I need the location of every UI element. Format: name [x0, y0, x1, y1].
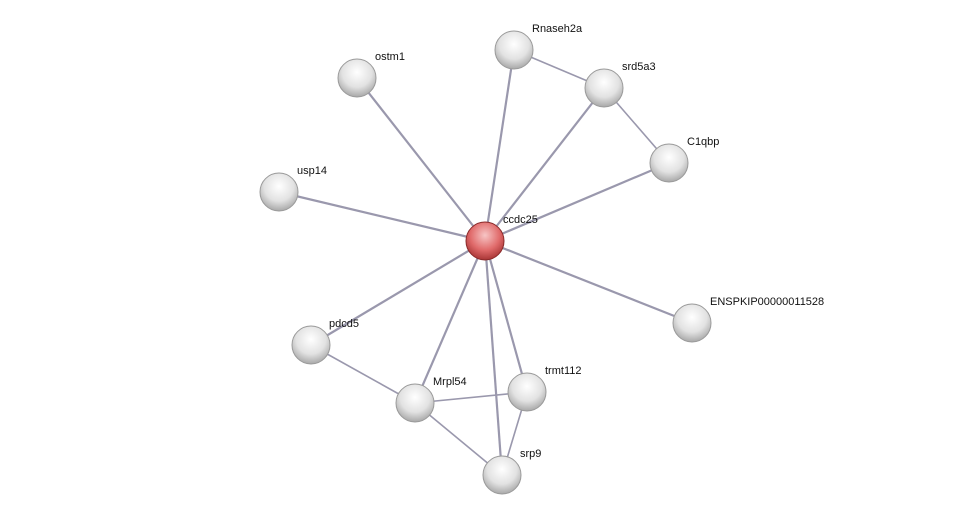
node-label: Rnaseh2a: [532, 23, 583, 35]
edge-ccdc25-C1qbp[interactable]: [484, 161, 670, 243]
edge-ccdc25-pdcd5[interactable]: [310, 240, 486, 346]
node-Rnaseh2a[interactable]: Rnaseh2a: [494, 23, 583, 70]
node-ccdc25[interactable]: ccdc25: [465, 214, 538, 261]
edge-pdcd5-Mrpl54[interactable]: [310, 344, 416, 404]
node-label: ostm1: [375, 51, 405, 63]
node-bubble[interactable]: [672, 303, 712, 343]
node-C1qbp[interactable]: C1qbp: [649, 136, 719, 183]
node-bubble[interactable]: [259, 172, 299, 212]
edge-ccdc25-ENSPKIP00000011528[interactable]: [484, 239, 693, 325]
edge-ccdc25-srd5a3[interactable]: [484, 87, 605, 242]
edge-ccdc25-srp9[interactable]: [483, 240, 504, 476]
node-label: ENSPKIP00000011528: [710, 296, 824, 308]
node-bubble[interactable]: [584, 68, 624, 108]
node-bubble[interactable]: [494, 30, 534, 70]
node-label: srd5a3: [622, 61, 656, 73]
node-ENSPKIP00000011528[interactable]: ENSPKIP00000011528: [672, 296, 824, 343]
node-trmt112[interactable]: trmt112: [507, 365, 581, 412]
edge-ccdc25-Rnaseh2a[interactable]: [483, 49, 516, 242]
node-label: ccdc25: [503, 214, 538, 226]
node-bubble[interactable]: [649, 143, 689, 183]
node-bubble[interactable]: [507, 372, 547, 412]
node-label: pdcd5: [329, 318, 359, 330]
node-label: C1qbp: [687, 136, 719, 148]
node-Mrpl54[interactable]: Mrpl54: [395, 376, 467, 423]
node-pdcd5[interactable]: pdcd5: [291, 318, 359, 365]
node-srp9[interactable]: srp9: [482, 448, 541, 495]
node-bubble[interactable]: [482, 455, 522, 495]
edge-ccdc25-ostm1[interactable]: [356, 77, 486, 242]
node-label: trmt112: [545, 365, 581, 377]
node-srd5a3[interactable]: srd5a3: [584, 61, 656, 108]
edge-ccdc25-usp14[interactable]: [278, 190, 486, 243]
node-bubble[interactable]: [337, 58, 377, 98]
node-bubble[interactable]: [291, 325, 331, 365]
node-bubble[interactable]: [465, 221, 505, 261]
node-ostm1[interactable]: ostm1: [337, 51, 405, 98]
node-usp14[interactable]: usp14: [259, 165, 327, 212]
node-label: usp14: [297, 165, 327, 177]
edge-ccdc25-Mrpl54[interactable]: [413, 240, 487, 404]
node-label: Mrpl54: [433, 376, 467, 388]
node-label: srp9: [520, 448, 541, 460]
node-bubble[interactable]: [395, 383, 435, 423]
edge-ccdc25-trmt112[interactable]: [483, 240, 529, 393]
